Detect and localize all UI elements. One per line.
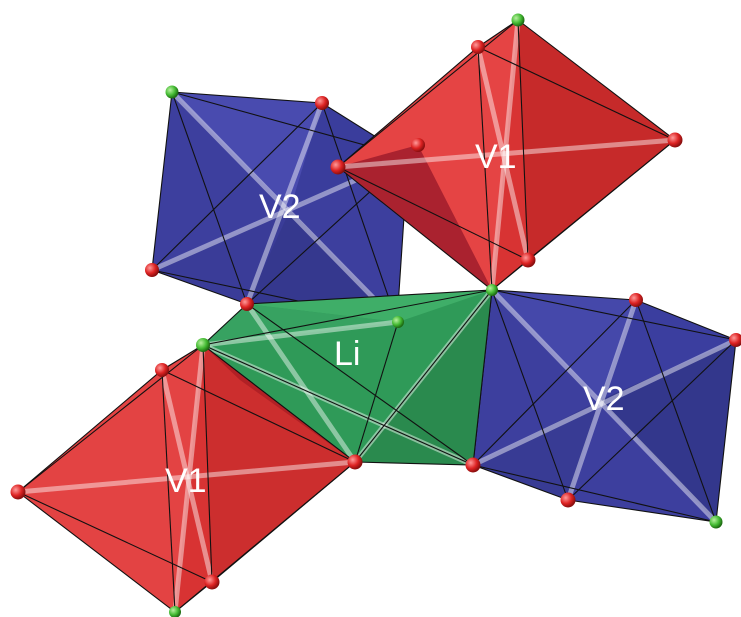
oxygen-atom bbox=[205, 575, 220, 590]
oxygen-atom bbox=[240, 297, 254, 311]
shared-atom bbox=[486, 284, 498, 296]
label-v1-bottom: V1 bbox=[165, 462, 207, 500]
oxygen-atom bbox=[466, 458, 481, 473]
oxygen-atom bbox=[331, 160, 346, 175]
shared-atom bbox=[196, 338, 210, 352]
oxygen-atom bbox=[11, 485, 26, 500]
shared-atom bbox=[166, 86, 179, 99]
label-v1-top: V1 bbox=[475, 138, 517, 176]
label-li: Li bbox=[334, 335, 360, 373]
label-v2-left: V2 bbox=[259, 188, 301, 226]
oxygen-atom bbox=[155, 363, 169, 377]
label-v2-right: V2 bbox=[583, 380, 625, 418]
oxygen-atom bbox=[348, 455, 363, 470]
oxygen-atom bbox=[668, 133, 683, 148]
oxygen-atom bbox=[411, 138, 425, 152]
shared-atom bbox=[512, 14, 525, 27]
shared-atom bbox=[392, 316, 404, 328]
oxygen-atom bbox=[315, 96, 329, 110]
oxygen-atom bbox=[471, 40, 485, 54]
shared-atom bbox=[710, 516, 723, 529]
oxygen-atom bbox=[561, 493, 576, 508]
oxygen-atom bbox=[145, 263, 159, 277]
oxygen-atom bbox=[521, 253, 536, 268]
oxygen-atom bbox=[629, 293, 643, 307]
